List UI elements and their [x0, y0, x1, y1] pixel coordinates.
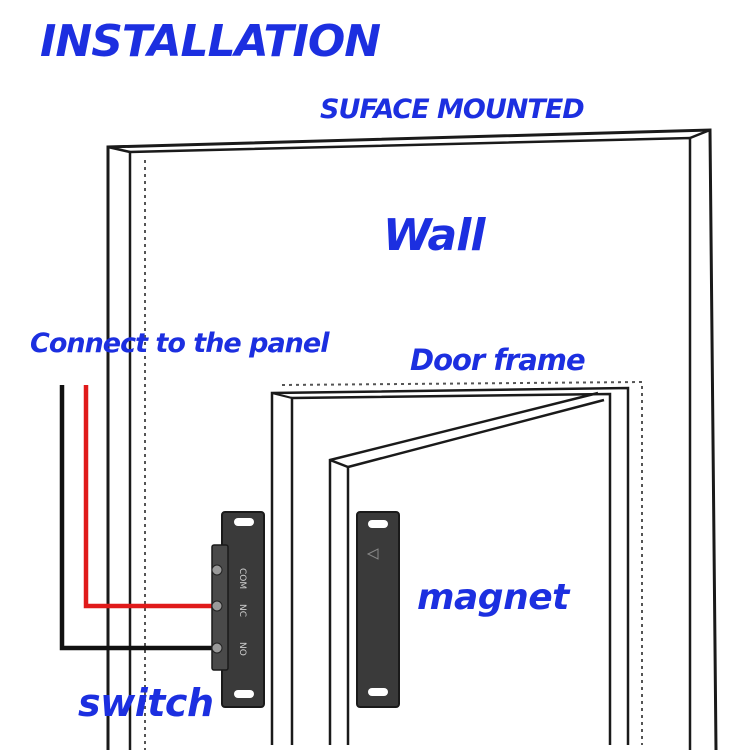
- wall-frame: [106, 128, 718, 750]
- triangle-mark-icon: [366, 548, 379, 560]
- surface-mounted-label: SUFACE MOUNTED: [320, 94, 585, 125]
- connect-panel-label: Connect to the panel: [30, 328, 329, 359]
- wires: [59, 385, 214, 651]
- switch-label: switch: [78, 681, 214, 725]
- switch-device: COM NC NO: [211, 511, 265, 708]
- red-wire: [83, 385, 214, 609]
- door-frame: [270, 380, 643, 745]
- terminal-label-nc: NC: [237, 604, 247, 617]
- black-wire: [59, 385, 214, 651]
- door-frame-label: Door frame: [410, 343, 586, 377]
- wall-label: Wall: [383, 210, 485, 261]
- magnet-label: magnet: [417, 577, 569, 618]
- diagram-title: INSTALLATION: [40, 16, 381, 67]
- terminal-screw: [211, 564, 223, 576]
- magnet-device: [356, 511, 400, 708]
- door: [328, 391, 605, 745]
- terminal-screw: [211, 642, 223, 654]
- terminal-label-com: COM: [237, 568, 247, 589]
- terminal-screw: [211, 600, 223, 612]
- terminal-label-no: NO: [237, 642, 247, 656]
